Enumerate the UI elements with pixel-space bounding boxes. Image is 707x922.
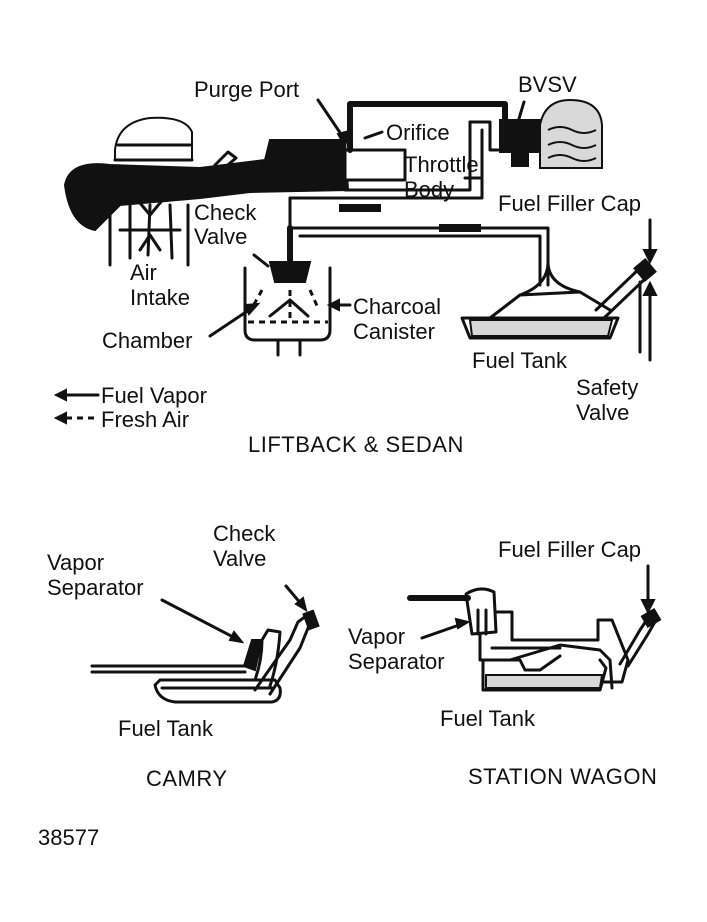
label-wagon-fuel-tank: Fuel Tank <box>440 706 536 731</box>
label-camry-separator: Separator <box>47 575 144 600</box>
label-air: Air <box>130 260 157 285</box>
label-camry-vapor: Vapor <box>47 550 104 575</box>
legend-fresh-air: Fresh Air <box>101 407 189 432</box>
label-canister: Canister <box>353 319 435 344</box>
label-body: Body <box>404 177 454 202</box>
label-bvsv: BVSV <box>518 72 577 97</box>
top-pointers <box>208 98 658 362</box>
label-orifice: Orifice <box>386 120 450 145</box>
caption-station-wagon: STATION WAGON <box>468 764 657 789</box>
label-charcoal: Charcoal <box>353 294 441 319</box>
purge-line <box>288 101 508 200</box>
label-wagon-fuel-filler-cap: Fuel Filler Cap <box>498 537 641 562</box>
vapor-lines <box>287 196 550 287</box>
label-camry-fuel-tank: Fuel Tank <box>118 716 214 741</box>
label-check-valve: Valve <box>194 224 247 249</box>
figure-number: 38577 <box>38 825 99 850</box>
station-wagon-diagram: Fuel Filler Cap Vapor Separator Fuel Tan… <box>348 537 662 789</box>
legend-fuel-vapor: Fuel Vapor <box>101 383 207 408</box>
caption-camry: CAMRY <box>146 766 228 791</box>
liftback-sedan-diagram: Purge Port BVSV Orifice Throttle Body Ch… <box>53 72 658 457</box>
label-fuel-tank-top: Fuel Tank <box>472 348 568 373</box>
label-safety: Safety <box>576 375 638 400</box>
label-safety-valve: Valve <box>576 400 629 425</box>
label-wagon-vapor: Vapor <box>348 624 405 649</box>
label-fuel-filler-cap-top: Fuel Filler Cap <box>498 191 641 216</box>
label-chamber: Chamber <box>102 328 192 353</box>
bvsv-valve <box>499 98 603 169</box>
label-wagon-separator: Separator <box>348 649 445 674</box>
label-throttle: Throttle <box>404 152 479 177</box>
label-intake: Intake <box>130 285 190 310</box>
label-camry-check: Check <box>213 521 276 546</box>
charcoal-canister <box>243 261 332 357</box>
label-camry-valve: Valve <box>213 546 266 571</box>
fuel-tank-top <box>460 257 657 354</box>
camry-diagram: Check Valve Vapor Separator Fuel Tank CA… <box>47 521 320 791</box>
label-check: Check <box>194 200 257 225</box>
caption-liftback-sedan: LIFTBACK & SEDAN <box>248 432 464 457</box>
legend-arrows <box>53 388 100 425</box>
label-purge-port: Purge Port <box>194 77 299 102</box>
